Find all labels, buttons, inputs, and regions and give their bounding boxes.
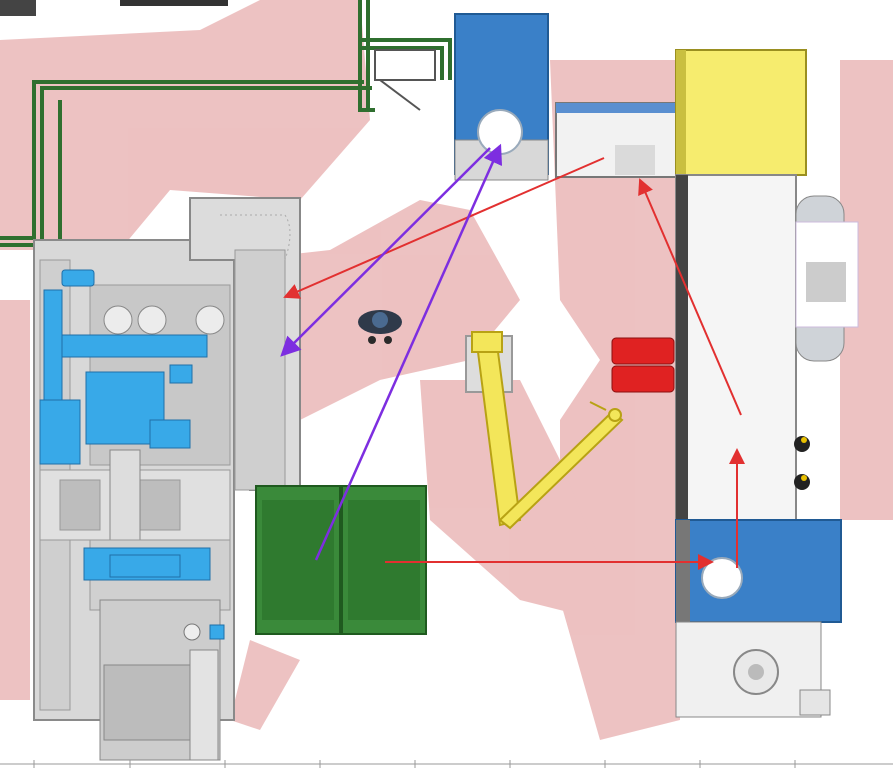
machining-center xyxy=(33,239,235,761)
floor-shadows xyxy=(0,0,893,740)
operator-flow-arrows xyxy=(280,143,503,561)
red-containers xyxy=(611,337,675,393)
material-flow-arrows xyxy=(283,157,745,570)
flow-arrow-top-to-tray xyxy=(283,157,605,299)
feeding-tray xyxy=(189,197,301,491)
spindle-assembly xyxy=(39,269,225,640)
fire-extinguisher-icon xyxy=(794,436,810,490)
flow-arrow-conveyor-to-top xyxy=(638,178,742,416)
top-blue-machine xyxy=(454,13,549,181)
green-railing xyxy=(0,0,452,247)
green-bins xyxy=(255,485,427,635)
person-top-view-icon xyxy=(358,310,402,344)
right-conveyor xyxy=(675,174,859,521)
operator-arrow-to-tray xyxy=(280,147,491,357)
bottom-ruler xyxy=(0,760,893,768)
yellow-cabinet xyxy=(675,49,807,176)
small-conveyor xyxy=(0,0,436,111)
bottom-blue-machine xyxy=(675,519,842,718)
operator-arrow-to-top-machine xyxy=(314,143,503,561)
robot-arm-icon xyxy=(465,331,624,530)
top-conveyor xyxy=(555,102,677,178)
